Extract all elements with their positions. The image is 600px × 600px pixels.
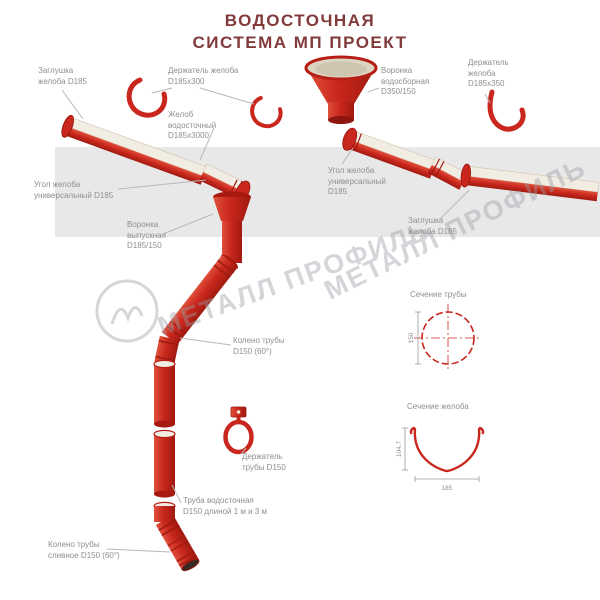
label-gutter: Желоб водосточный D185х3000 <box>168 110 217 141</box>
label-gutter-holder-300: Держатель желоба D185х300 <box>168 66 239 86</box>
leader-lines <box>61 87 491 553</box>
label-end-cap-right: Заглушка желоба D185 <box>408 216 457 236</box>
gutter-right-run <box>342 127 437 179</box>
gutter-far-right-run <box>460 163 600 202</box>
gutter-end-cap-right <box>460 163 472 188</box>
label-outlet-funnel: Воронка выпускная D185/150 <box>127 220 166 251</box>
collector-funnel <box>304 55 378 124</box>
downpipe-section-1 <box>153 359 176 428</box>
label-pipe-elbow: Колено трубы D150 (60°) <box>233 336 285 356</box>
label-pipe-holder: Держатель трубы D150 <box>242 452 286 472</box>
label-downpipe: Труба водосточная D150 длиной 1 м и 3 м <box>183 496 267 516</box>
gutter-hook-300-icon <box>126 77 168 118</box>
pipe-holder <box>223 406 254 455</box>
gutter-depth-dim: 104,7 <box>396 440 403 457</box>
label-pipe-section: Сечение трубы <box>410 290 467 299</box>
label-corner-left: Угол желоба универсальный D185 <box>34 180 114 200</box>
page-title: ВОДОСТОЧНАЯ СИСТЕМА МП ПРОЕКТ <box>192 11 408 53</box>
downpipe-lower-bend <box>154 335 180 366</box>
gutter-end-cap-left <box>61 114 74 138</box>
pipe-diameter-dim: 150 <box>408 332 415 343</box>
label-corner-right: Угол желоба универсальный D185 <box>328 166 386 197</box>
gutter-hook-300-small-icon <box>250 95 283 129</box>
brand-logo-icon <box>95 279 159 343</box>
gutter-cross-section: 104,7 185 <box>396 426 485 492</box>
outlet-funnel <box>213 191 251 240</box>
label-collector-funnel: Воронка водосборная D350/150 <box>381 66 430 97</box>
label-gutter-holder-350: Держатель желоба D185х350 <box>468 58 509 89</box>
gutter-width-dim: 185 <box>442 485 453 492</box>
downpipe-section-2 <box>153 429 176 498</box>
label-end-cap-left: Заглушка желоба D185 <box>38 66 87 86</box>
downpipe-upper-elbow <box>161 254 238 345</box>
gutter-hook-350-icon <box>487 89 526 132</box>
pipe-cross-section: 150 <box>408 304 482 372</box>
label-drain-elbow: Колено трубы сливное D150 (60°) <box>48 540 120 560</box>
label-gutter-section: Сечение желоба <box>407 402 469 411</box>
drain-elbow <box>153 501 200 572</box>
gutter-corner-right-piece <box>427 156 469 190</box>
